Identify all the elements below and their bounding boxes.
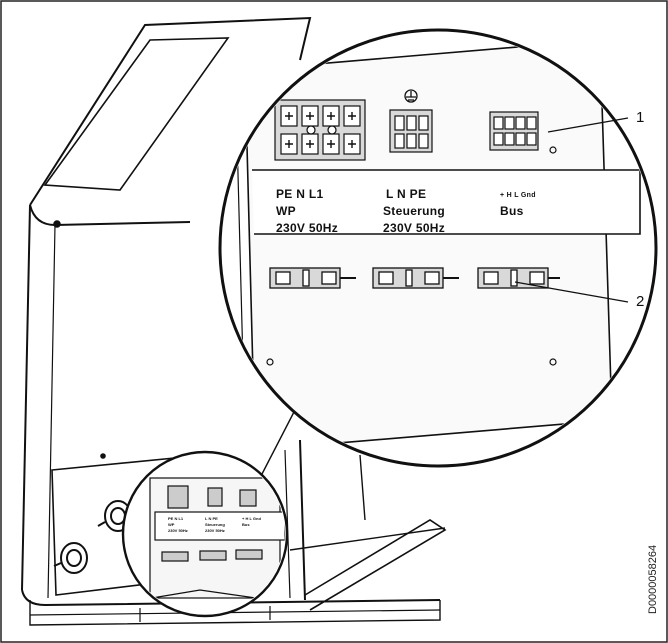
control-name-label: Steuerung [383,204,446,218]
cable-gland-icon [53,500,132,574]
mini-wp-name-label: WP [168,522,175,527]
strain-relief-clamps [269,267,560,289]
large-detail-circle [218,28,658,468]
mini-control-name-label: Steuerung [205,522,225,527]
zoom-connector-lines [261,409,446,551]
connection-panel [234,39,641,451]
callout-1: 1 [636,109,645,126]
control-voltage-label: 230V 50Hz [383,221,446,235]
small-detail-circle [121,450,289,618]
bus-name-label: Bus [500,204,524,218]
mini-bus-name-label: Bus [242,522,250,527]
mini-control-voltage-label: 230V 50Hz [205,528,225,533]
heat-pump-housing [21,16,447,626]
housing-screw-icon [53,220,61,228]
mini-control-terminal-label: L N PE [205,516,218,521]
mini-wp-terminal-label: PE N L1 [168,516,184,521]
wp-voltage-label: 230V 50Hz [276,221,339,235]
mini-bus-terminal-label: + H L Gnd [242,516,261,521]
ground-symbol-icon [404,89,418,103]
screw-terminal-icon [274,99,366,161]
wp-name-label: WP [276,204,296,218]
callout-2: 2 [636,293,645,310]
document-id: D0000058264 [647,544,659,614]
bus-terminal-block [489,111,539,151]
bus-terminal-label: + H L Gnd [500,192,536,199]
callout-leaders [514,117,629,303]
control-terminal-block [389,109,433,153]
wp-terminal-label: PE N L1 [276,187,324,201]
mini-wp-voltage-label: 230V 50Hz [168,528,188,533]
control-terminal-label: L N PE [386,187,427,201]
